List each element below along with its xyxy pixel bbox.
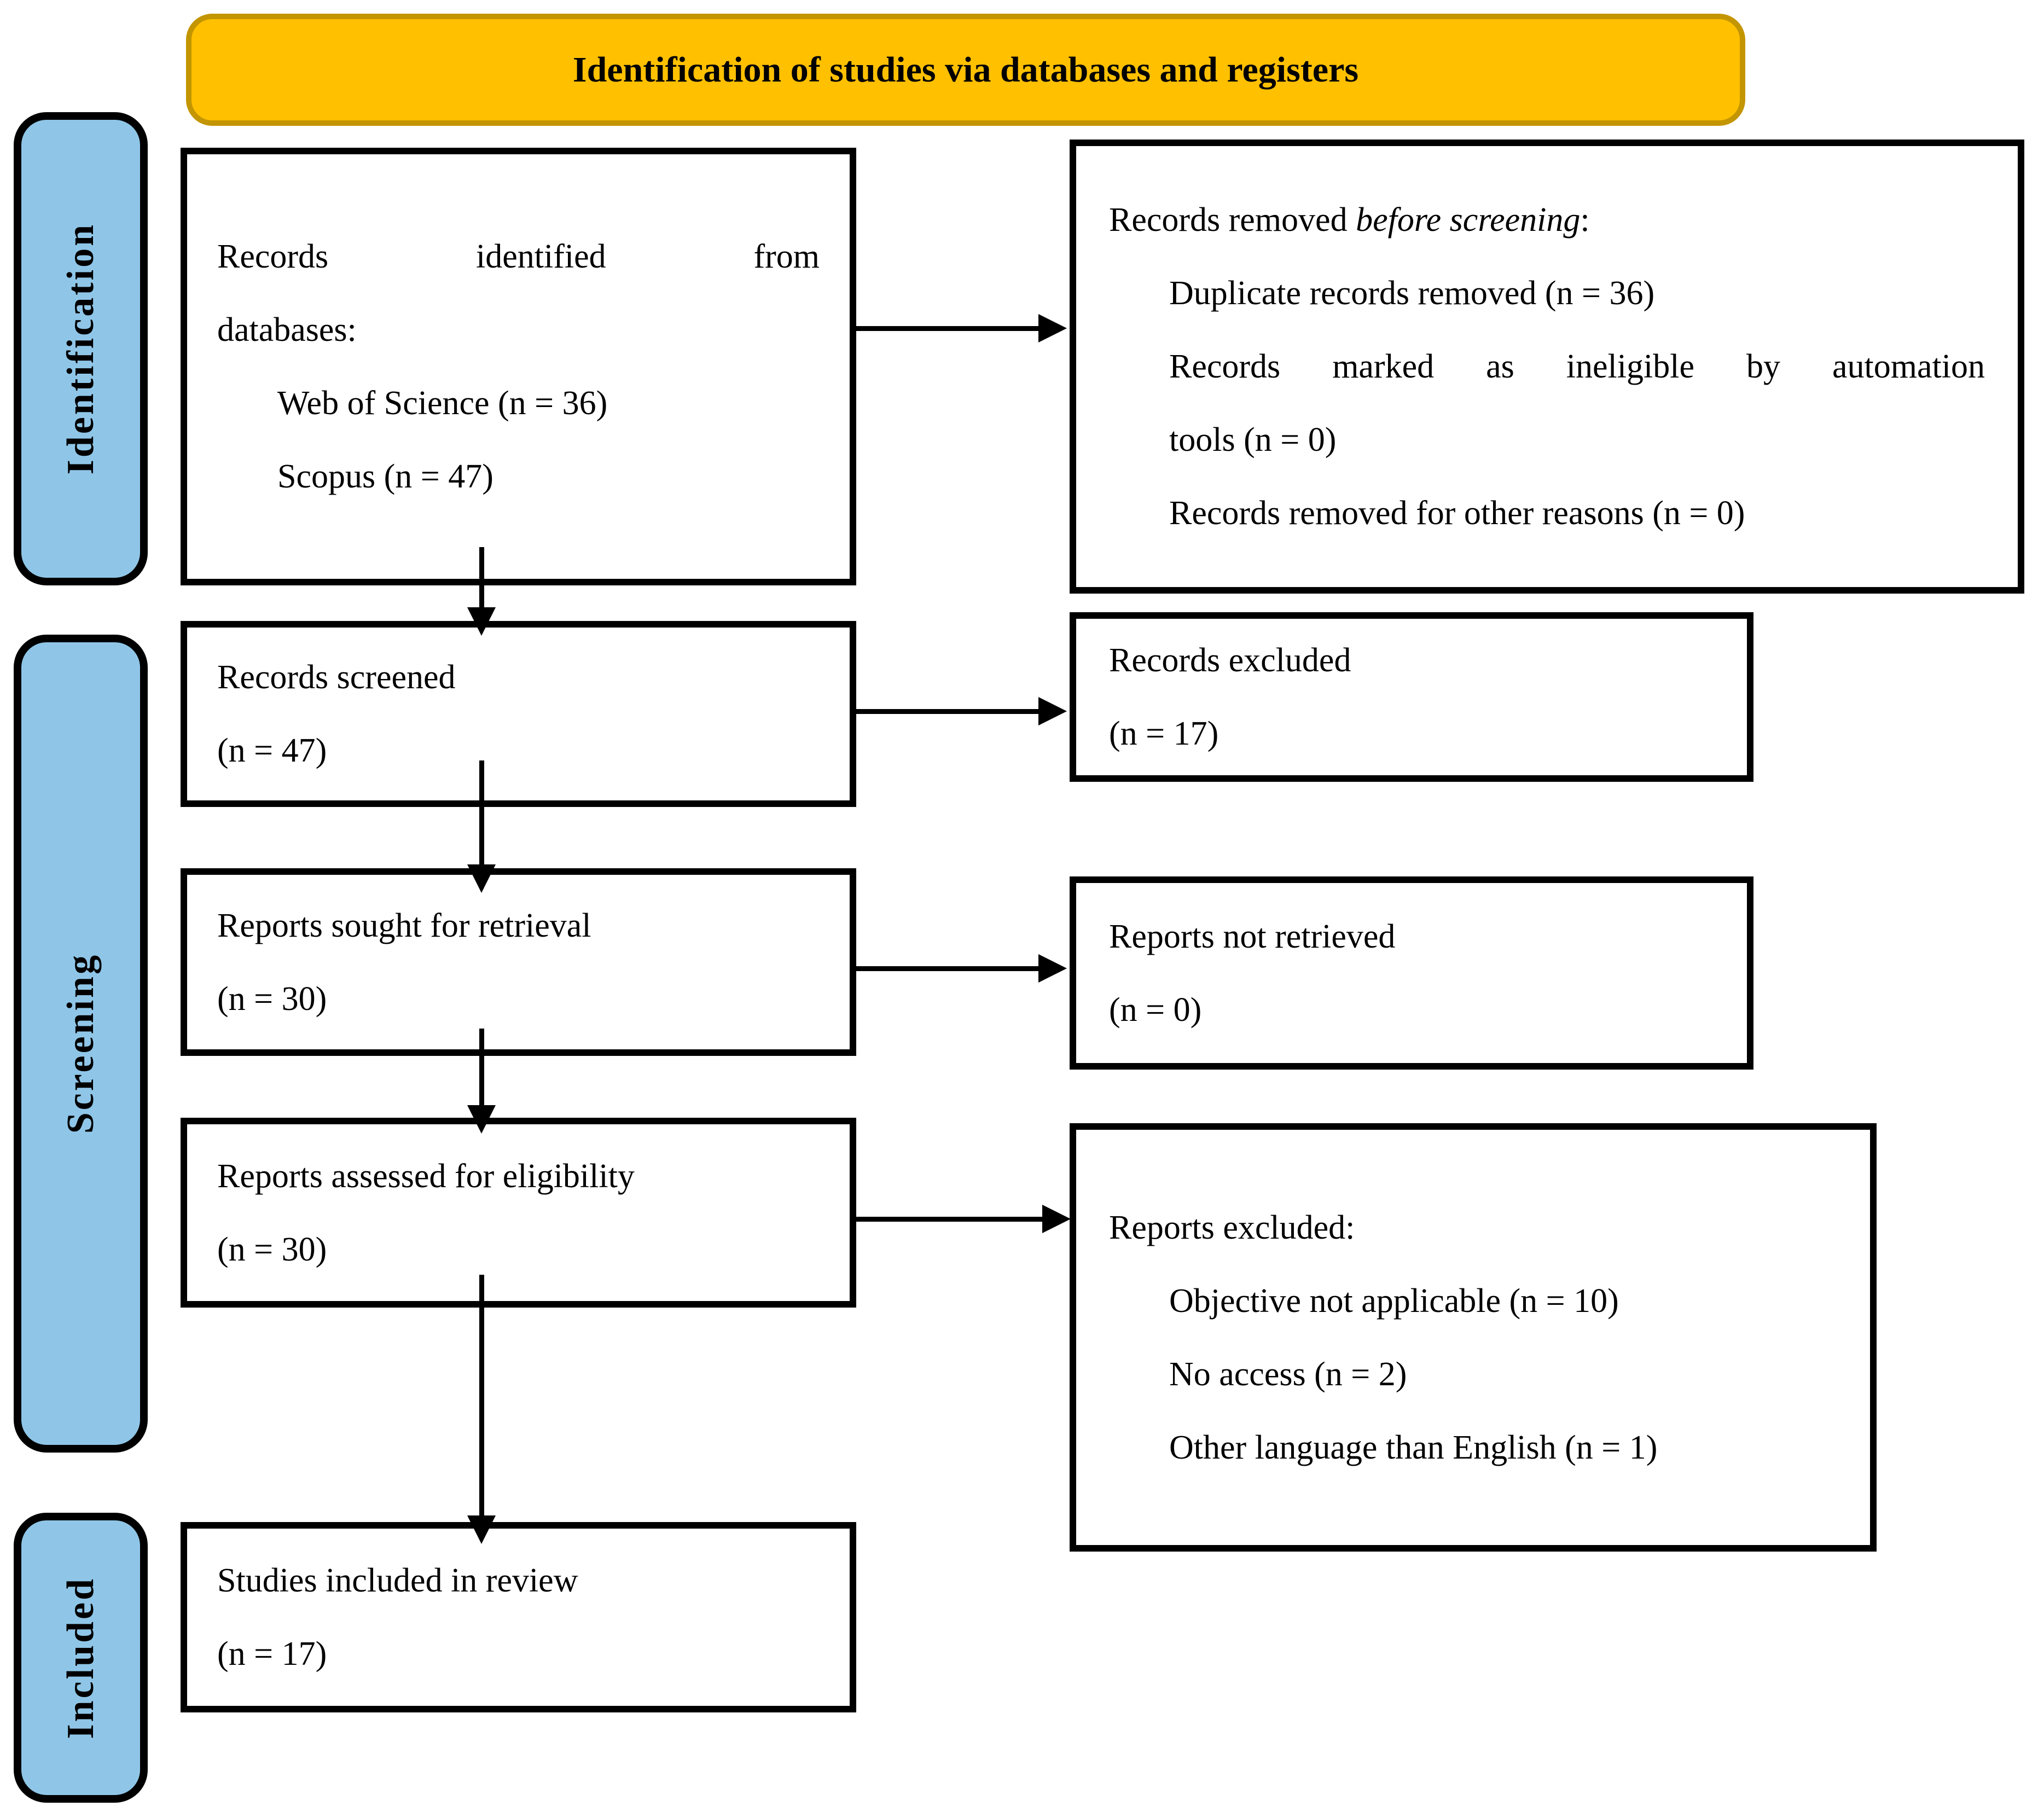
arrow-line-assessed-to-included [479, 1275, 484, 1515]
word-ineligible: ineligible [1566, 348, 1694, 385]
arrow-line-sought-to-not-retrieved [856, 966, 1038, 971]
box-reports-sought: Reports sought for retrieval (n = 30) [181, 868, 856, 1056]
records-removed-italic: before screening [1356, 201, 1581, 239]
stage-label-identification: Identification [59, 223, 102, 475]
word-marked: marked [1332, 348, 1435, 385]
word-automation: automation [1832, 348, 1985, 385]
records-removed-prefix: Records removed [1109, 201, 1356, 239]
arrowhead-screened-to-sought [467, 864, 496, 893]
ineligible-automation-line2: tools (n = 0) [1169, 421, 1337, 458]
reports-not-retrieved-label: Reports not retrieved [1109, 917, 1396, 955]
arrowhead-identified-to-screened [467, 607, 496, 636]
other-reasons-item: Records removed for other reasons (n = 0… [1169, 495, 1745, 532]
duplicates-removed-item: Duplicate records removed (n = 36) [1169, 275, 1655, 312]
reports-assessed-label: Reports assessed for eligibility [217, 1157, 635, 1195]
arrowhead-sought-to-assessed [467, 1105, 496, 1134]
arrow-line-identified-to-removed [856, 326, 1038, 331]
word-as: as [1486, 348, 1514, 385]
box-records-excluded: Records excluded (n = 17) [1070, 612, 1753, 782]
arrow-line-screened-to-excluded [856, 709, 1038, 714]
title-banner: Identification of studies via databases … [186, 14, 1745, 126]
records-screened-label: Records screened [217, 659, 456, 696]
word-by: by [1746, 348, 1780, 385]
word-identified: identified [476, 238, 606, 275]
source-web-of-science: Web of Science (n = 36) [277, 385, 608, 422]
reports-assessed-count: (n = 30) [217, 1230, 327, 1268]
arrow-line-identified-to-screened [479, 547, 484, 607]
records-excluded-count: (n = 17) [1109, 715, 1219, 752]
ineligible-automation-line1: Records marked as ineligible by automati… [1109, 330, 1985, 403]
arrowhead-assessed-to-reports-excluded [1042, 1205, 1071, 1233]
objective-not-applicable-item: Objective not applicable (n = 10) [1169, 1282, 1619, 1320]
stage-pill-screening: Screening [14, 635, 148, 1453]
word-records2: Records [1169, 348, 1281, 385]
stage-pill-identification: Identification [14, 112, 148, 585]
reports-sought-count: (n = 30) [217, 980, 327, 1018]
box-studies-included: Studies included in review (n = 17) [181, 1522, 856, 1712]
box-records-identified: Records identified from databases: Web o… [181, 148, 856, 585]
other-language-item: Other language than English (n = 1) [1169, 1428, 1658, 1466]
records-identified-line1: Records identified from [217, 220, 820, 293]
stage-pill-included: Included [14, 1513, 148, 1803]
arrowhead-screened-to-excluded [1038, 697, 1067, 725]
box-reports-assessed: Reports assessed for eligibility (n = 30… [181, 1118, 856, 1308]
arrow-line-sought-to-assessed [479, 1029, 484, 1105]
reports-sought-label: Reports sought for retrieval [217, 907, 591, 944]
stage-label-included: Included [59, 1576, 102, 1739]
arrow-line-screened-to-sought [479, 760, 484, 864]
source-scopus: Scopus (n = 47) [277, 458, 493, 495]
records-excluded-label: Records excluded [1109, 642, 1351, 679]
diagram-title: Identification of studies via databases … [572, 49, 1359, 90]
records-removed-suffix: : [1580, 201, 1590, 239]
studies-included-count: (n = 17) [217, 1635, 327, 1672]
stage-label-screening: Screening [59, 953, 102, 1134]
arrowhead-sought-to-not-retrieved [1038, 954, 1067, 983]
reports-not-retrieved-count: (n = 0) [1109, 991, 1202, 1029]
word-from: from [753, 238, 820, 275]
box-records-screened: Records screened (n = 47) [181, 621, 856, 807]
records-identified-line2: databases: [217, 311, 357, 349]
records-screened-count: (n = 47) [217, 732, 327, 769]
box-reports-excluded: Reports excluded: Objective not applicab… [1070, 1123, 1877, 1552]
arrow-line-assessed-to-reports-excluded [856, 1217, 1042, 1222]
word-records: Records [217, 238, 329, 275]
arrowhead-assessed-to-included [467, 1515, 496, 1544]
reports-excluded-heading: Reports excluded: [1109, 1209, 1355, 1246]
box-reports-not-retrieved: Reports not retrieved (n = 0) [1070, 876, 1753, 1070]
records-removed-heading: Records removed before screening: [1109, 183, 1985, 257]
arrowhead-identified-to-removed [1038, 314, 1067, 342]
no-access-item: No access (n = 2) [1169, 1355, 1407, 1393]
studies-included-label: Studies included in review [217, 1562, 578, 1599]
box-records-removed: Records removed before screening: Duplic… [1070, 140, 2024, 594]
